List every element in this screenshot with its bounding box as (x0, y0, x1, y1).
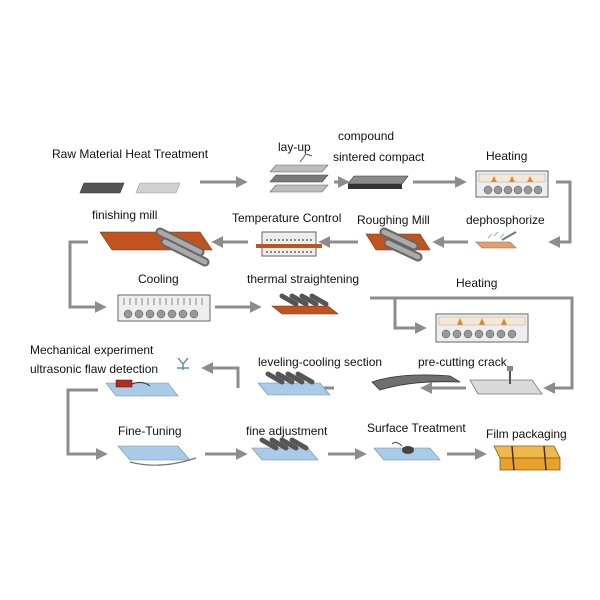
label-thermal-straightening: thermal straightening (247, 272, 360, 286)
label-raw-material-heat-treatment: Raw Material Heat Treatment (52, 147, 209, 161)
label-dephosphorize: dephosphorize (466, 213, 545, 227)
heating-furnace-1 (475, 170, 549, 198)
finishing-mill (99, 227, 213, 267)
cooling-unit (117, 294, 211, 322)
label-heating-2: Heating (456, 276, 498, 290)
sintered-compact-block (347, 175, 409, 189)
label-pre-cutting-crack: pre-cutting crack (418, 355, 507, 369)
arrow-straightening-to-heating2 (370, 296, 574, 394)
label-leveling-cooling-section: leveling-cooling section (258, 355, 383, 369)
arrow-finishing-to-cooling (68, 240, 107, 313)
label-sintered-compact: sintered compact (333, 150, 425, 164)
ultrasonic-flaw-plate (105, 379, 179, 397)
label-mechanical-experiment: Mechanical experiment (30, 343, 154, 357)
surface-treatment-plate (373, 441, 441, 461)
roughing-mill (365, 227, 431, 262)
label-finishing-mill: finishing mill (92, 208, 158, 222)
leveling-cooling-section (257, 371, 331, 396)
label-fine-tuning: Fine-Tuning (118, 424, 182, 438)
label-roughing-mill: Roughing Mill (357, 213, 430, 227)
label-compound: compound (338, 129, 395, 143)
label-cooling: Cooling (138, 272, 179, 286)
heating-furnace-2 (435, 313, 529, 343)
label-film-packaging: Film packaging (486, 427, 567, 441)
arrow-heating-to-dephos (548, 180, 572, 248)
fine-tuning-plate (117, 445, 197, 466)
mechanical-test-icon (177, 357, 189, 370)
pre-cutting-plate (469, 366, 543, 395)
label-heating-1: Heating (486, 149, 528, 163)
arrow-branch-to-heating2 (393, 298, 427, 334)
arrow-leveling-to-mechanical (201, 362, 240, 388)
raw-material-plates (79, 182, 181, 194)
label-lay-up: lay-up (278, 140, 311, 154)
label-temperature-control: Temperature Control (232, 211, 342, 225)
dephosphorize-unit (475, 231, 517, 249)
layup-stack (269, 153, 329, 193)
arrow-flaw-to-finetuning (66, 388, 108, 460)
label-surface-treatment: Surface Treatment (367, 421, 466, 435)
label-fine-adjustment: fine adjustment (246, 424, 328, 438)
thermal-straightening-rollers (271, 293, 339, 315)
film-packaging-box (493, 445, 561, 471)
label-ultrasonic-flaw-detection: ultrasonic flaw detection (30, 362, 159, 376)
temperature-control-unit (256, 231, 322, 257)
leveling-curved-plate (371, 374, 461, 391)
fine-adjustment-rollers (251, 437, 319, 461)
